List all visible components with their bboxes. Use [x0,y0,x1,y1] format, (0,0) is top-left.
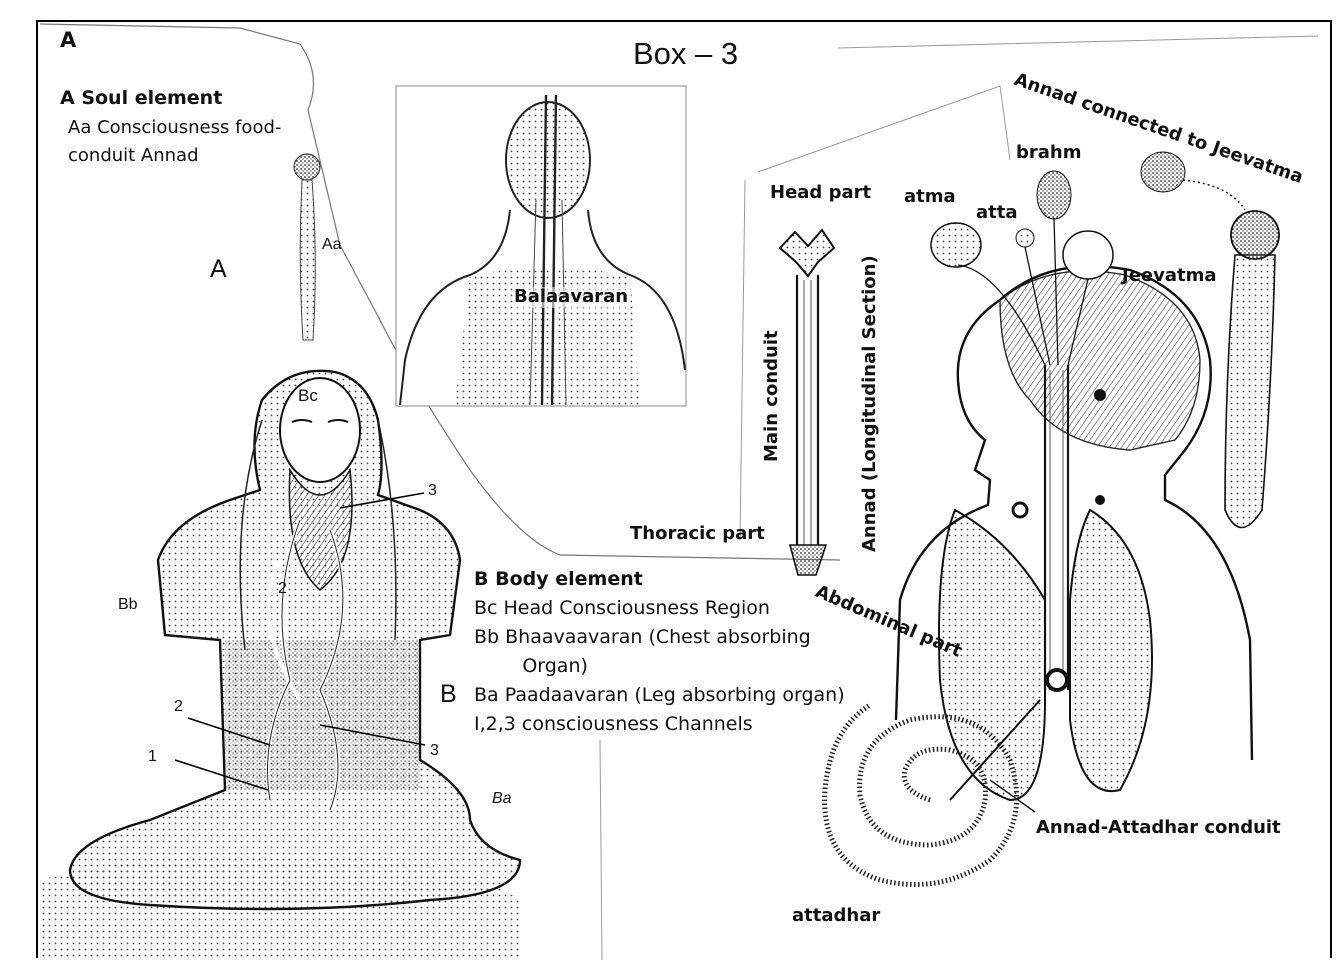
label-bc: Bc [298,386,318,406]
meditating-figure [40,371,520,960]
main-conduit-label: Main conduit [762,330,783,462]
channel-1: 1 [148,748,157,766]
jeevatma-label: Jeevatma [1122,266,1217,287]
balaavaran-label: Balaavaran [514,287,628,308]
label-ba: Ba [492,790,512,808]
legend-item-bb-cont: Organ) [474,652,845,681]
legend-item-bc: Bc Head Consciousness Region [474,594,845,623]
channel-2-lower: 2 [174,698,183,716]
soul-element-line-1: Aa Consciousness food- [68,118,281,139]
annad-section-label: Annad (Longitudinal Section) [860,255,881,552]
channel-3-upper: 3 [428,482,437,500]
channel-2-upper: 2 [278,580,287,598]
channel-3-lower: 3 [430,742,439,760]
main-conduit-section [780,230,834,575]
brahm-label: brahm [1016,143,1081,164]
human-section-diagram [825,152,1279,885]
balaavaran-back-sketch [396,86,686,406]
soul-element-line-2: conduit Annad [68,146,199,167]
body-element-legend: B Body element Bc Head Consciousness Reg… [474,565,845,739]
thoracic-part-label: Thoracic part [630,524,765,545]
attadhar-label: attadhar [792,906,880,927]
atma-label: atma [904,187,956,208]
section-letter-a: A [210,255,227,284]
legend-item-channels: I,2,3 consciousness Channels [474,710,845,739]
soul-element-heading: A Soul element [60,88,222,110]
body-element-heading: B Body element [474,565,845,594]
head-part-label: Head part [770,183,871,204]
annad-conduit-small [294,154,320,340]
section-letter-b: B [440,680,457,709]
annad-attadhar-label: Annad-Attadhar conduit [1036,818,1281,839]
box-title: Box – 3 [633,36,738,72]
corner-label: A [60,28,76,52]
atta-label: atta [976,203,1018,224]
legend-item-bb: Bb Bhaavaavaran (Chest absorbing [474,623,845,652]
aa-tag: Aa [322,236,342,254]
label-bb: Bb [118,596,138,614]
legend-item-ba: Ba Paadaavaran (Leg absorbing organ) [474,681,845,710]
